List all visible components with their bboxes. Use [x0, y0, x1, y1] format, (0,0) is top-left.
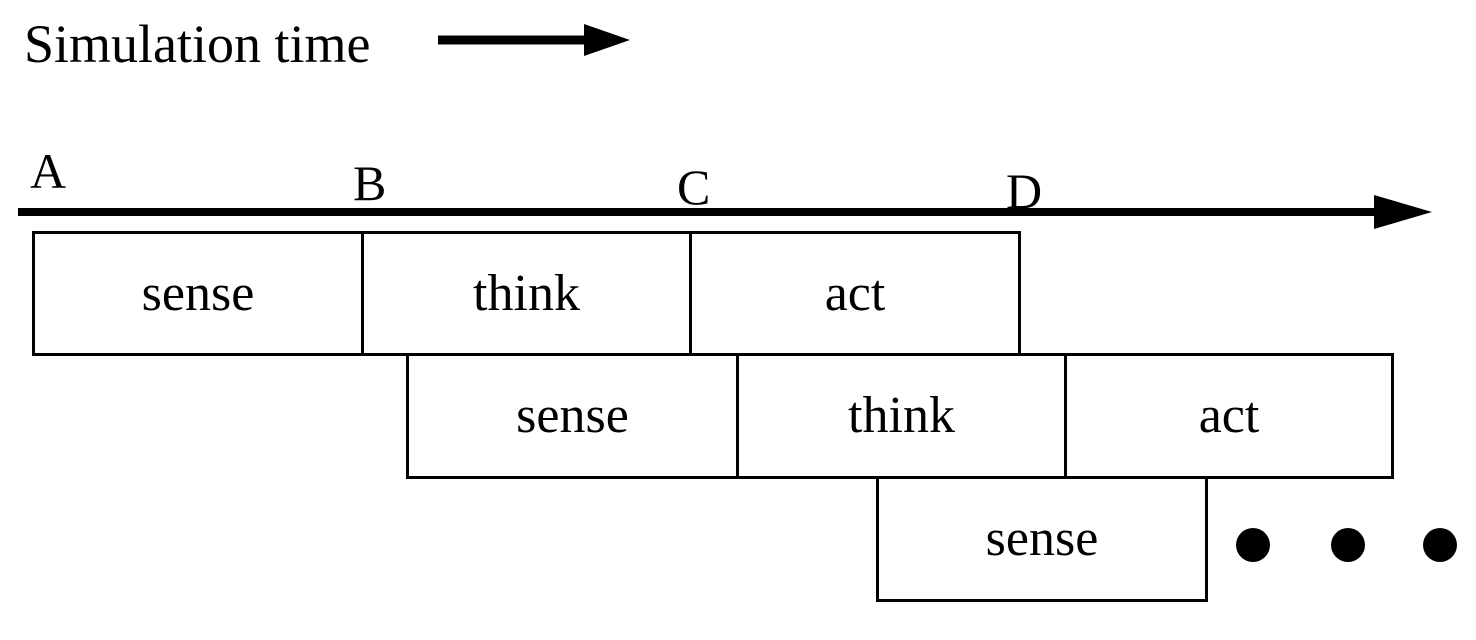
row2-think-box: think	[736, 353, 1067, 479]
title-arrow-icon	[438, 24, 630, 56]
row1-think-box: think	[361, 231, 692, 356]
row3-sense-box: sense	[876, 476, 1208, 602]
marker-c: C	[677, 159, 711, 215]
row1-sense-box: sense	[32, 231, 364, 356]
row2-act-box: act	[1064, 353, 1394, 479]
marker-d: D	[1006, 163, 1043, 219]
row2-sense-box: sense	[406, 353, 739, 479]
marker-a: A	[30, 143, 67, 199]
continuation-dots-icon	[1236, 528, 1457, 562]
row1-act-box: act	[689, 231, 1021, 356]
marker-b: B	[353, 155, 387, 211]
diagram-title: Simulation time	[24, 14, 371, 74]
timeline-arrow	[18, 195, 1432, 229]
